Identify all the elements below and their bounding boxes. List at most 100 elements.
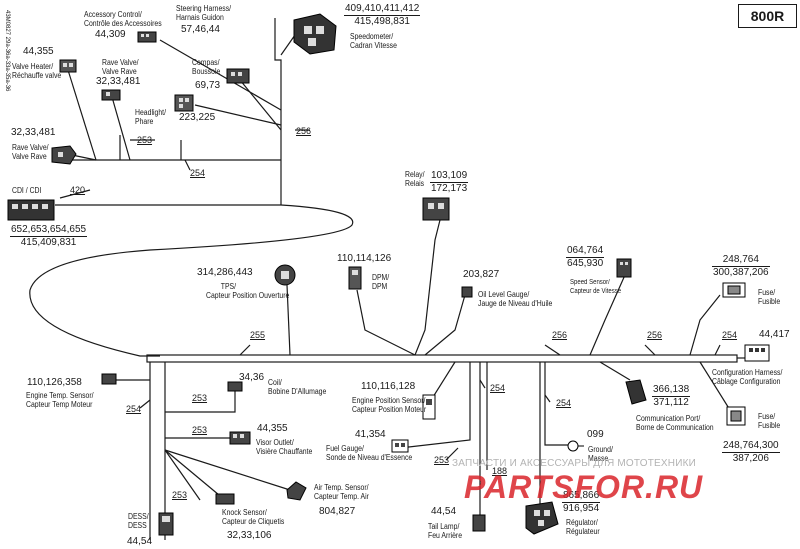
tps-label: TPS/Capteur Position Ouverture: [206, 282, 290, 300]
air-temp-sensor-label: Air Temp. Sensor/Capteur Temp. Air: [314, 483, 369, 501]
headlight-connector-icon: [174, 94, 194, 112]
engine-position-sensor-numbers: 110,116,128: [361, 381, 416, 392]
valve-heater-connector-icon: [59, 59, 77, 73]
segment-253-top: 253: [137, 135, 153, 145]
rave-valve-top-numbers: 32,33,481: [96, 76, 141, 87]
segment-253-c: 253: [172, 490, 188, 500]
regulator-label: Régulator/Régulateur: [566, 518, 600, 536]
engine-temp-sensor-connector-icon: [101, 373, 117, 385]
fuse-bottom-label: Fuse/Fusible: [758, 412, 781, 430]
tail-lamp-numbers: 44,54: [431, 506, 457, 517]
segment-254-right: 254: [722, 330, 738, 340]
wire-compass: [239, 79, 282, 131]
wire-speedometer: [280, 34, 296, 56]
segment-188: 188: [492, 466, 508, 476]
segment-254-mid2: 254: [556, 398, 572, 408]
segment-256-main: 256: [552, 330, 568, 340]
segment-253-a: 253: [192, 393, 208, 403]
oil-level-gauge-connector-icon: [461, 286, 473, 298]
fuel-gauge-connector-icon: [391, 439, 409, 453]
wire-comm-port: [599, 361, 631, 381]
wire-speed-sensor: [589, 274, 626, 356]
wire-cdi-loop: [29, 204, 354, 357]
visor-outlet-connector-icon: [229, 431, 251, 445]
wire-fuse-top: [689, 294, 721, 356]
oil-level-gauge-numbers: 203,827: [463, 269, 500, 280]
speedometer-connector-icon: [293, 13, 337, 55]
headlight-numbers: 223,225: [179, 112, 216, 123]
wire-oil-level: [424, 294, 466, 356]
fuse-top-connector-icon: [722, 282, 746, 298]
tail-lamp-connector-icon: [472, 514, 486, 532]
configuration-harness-numbers: 44,417: [759, 329, 790, 340]
ground-label: Ground/Masse: [588, 445, 613, 463]
valve-heater-label: Valve Heater/Réchauffe valve: [12, 62, 62, 80]
main-harness: [146, 354, 738, 363]
regulator-connector-icon: [525, 501, 559, 535]
leader-254-top: [184, 159, 191, 171]
knock-sensor-connector-icon: [215, 493, 235, 505]
segment-256-top: 256: [296, 126, 312, 136]
leader-254-mid2: [544, 394, 551, 403]
accessory-control-connector-icon: [137, 31, 157, 43]
segment-253-b: 253: [192, 425, 208, 435]
wire-dpm: [356, 289, 416, 356]
configuration-harness-connector-icon: [744, 344, 770, 362]
leader-420: [59, 189, 91, 199]
headlight-label: Headlight/Phare: [135, 108, 166, 126]
fuse-top-label: Fuse/Fusible: [758, 288, 781, 306]
dess-label: DESS/DESS: [128, 512, 149, 530]
ground-terminal-icon: [567, 440, 584, 452]
steering-harness-label: Steering Harness/Harnais Guidon: [176, 4, 232, 22]
leader-253-fuel: [445, 447, 459, 461]
wire-ground: [544, 362, 570, 446]
segment-254-mid: 254: [490, 383, 506, 393]
valve-heater-numbers: 44,355: [23, 46, 54, 57]
engine-temp-sensor-label: Engine Temp. Sensor/Capteur Temp Moteur: [26, 391, 94, 409]
speed-sensor-label: Speed Sensor/Capteur de Vitesse: [570, 279, 622, 295]
rave-valve-left-numbers: 32,33,481: [11, 127, 56, 138]
dpm-connector-icon: [348, 266, 362, 290]
wire-fuse-bottom: [699, 361, 731, 411]
visor-outlet-label: Visor Outlet/Visière Chauffante: [256, 438, 313, 456]
segment-255: 255: [250, 330, 266, 340]
compass-label: Compas/Boussole: [192, 58, 221, 76]
leader-256-right: [644, 344, 656, 356]
engine-position-sensor-label: Engine Position Sensor/Capteur Position …: [352, 396, 427, 414]
compass-connector-icon: [226, 68, 250, 84]
wire-air-temp: [164, 449, 291, 491]
wire-upper-trunk: [274, 30, 282, 205]
cdi-connector-icon: [7, 199, 55, 221]
wire-rave-left: [71, 154, 97, 161]
watermark-caption: ЗАПЧАСТИ И АКСЕССУАРЫ ДЛЯ МОТОТЕХНИКИ: [452, 458, 697, 469]
relay-connector-icon: [422, 197, 450, 221]
wire-knock: [164, 449, 226, 501]
dpm-label: DPM/DPM: [372, 273, 390, 291]
coil-connector-icon: [227, 381, 243, 392]
coil-label: Coil/Bobine D'Allumage: [268, 378, 327, 396]
tps-numbers: 314,286,443: [197, 267, 253, 278]
dess-connector-icon: [158, 512, 174, 536]
visor-outlet-numbers: 44,355: [257, 423, 288, 434]
oil-level-gauge-label: Oil Level Gauge/Jauge de Niveau d'Huile: [478, 290, 553, 308]
fuel-gauge-numbers: 41,354: [355, 429, 386, 440]
cdi-label: CDI / CDI: [12, 186, 42, 195]
leader-254-mid: [479, 379, 486, 389]
wire-coil: [165, 385, 236, 413]
configuration-harness-label: Configuration Harness/Câblage Configurat…: [712, 368, 783, 386]
speedometer-label: Speedometer/Cadran Vitesse: [350, 32, 397, 50]
rave-valve-top-connector-icon: [101, 89, 121, 101]
engine-temp-sensor-numbers: 110,126,358: [27, 377, 82, 388]
wire-tps: [286, 284, 291, 356]
leader-256-main: [544, 344, 561, 356]
steering-harness-numbers: 57,46,44: [181, 24, 220, 35]
speed-sensor-connector-icon: [616, 258, 632, 278]
wire-valve-heater: [67, 69, 97, 161]
